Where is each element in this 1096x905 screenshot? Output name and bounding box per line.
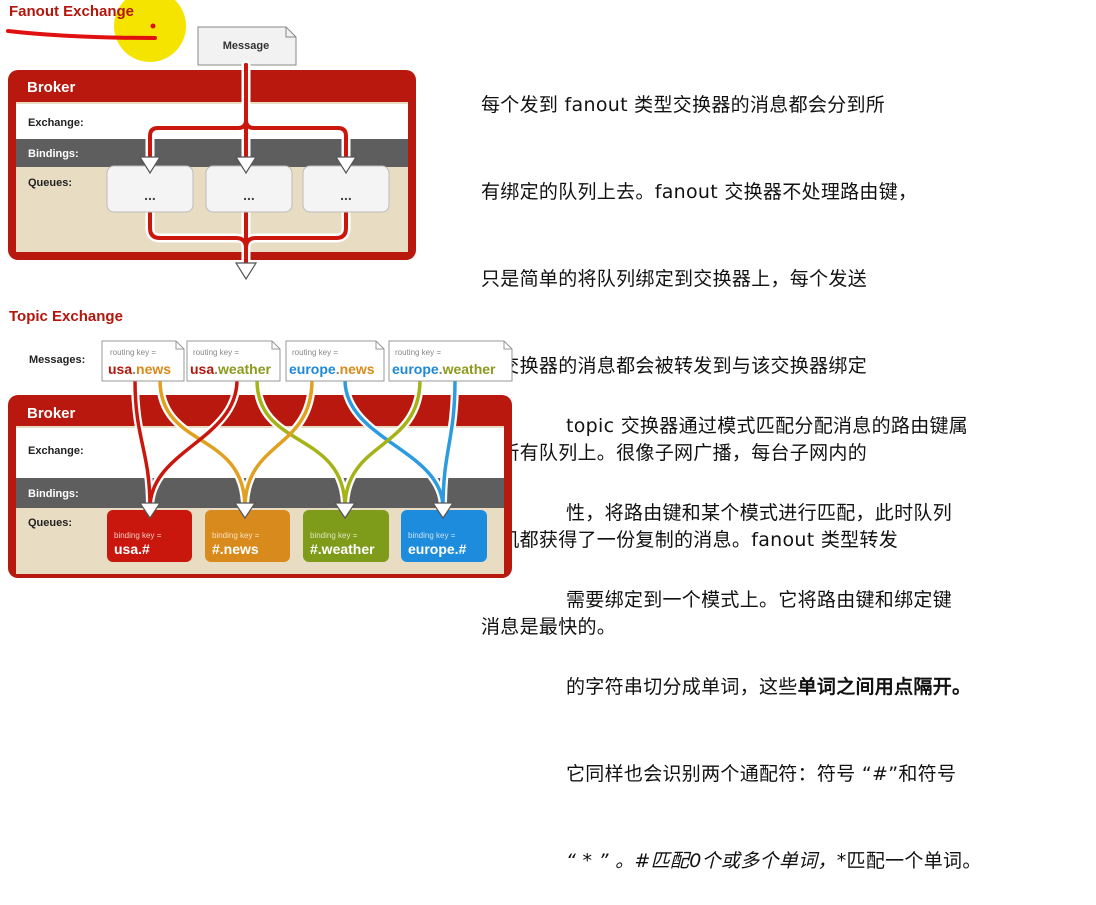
fanout-diagram: Fanout Exchange Broker Exchange: Binding… [6,0,416,281]
topic-exchange-label: Exchange: [28,445,84,457]
topic-arrow-4 [431,502,455,520]
topic-queue: binding key = #.weather [303,510,389,562]
highlight-dot [150,23,156,29]
queue-binding-key: #.weather [310,541,375,557]
topic-title: Topic Exchange [9,308,123,325]
fanout-arrow-2 [234,156,258,175]
fanout-queues-label: Queues: [28,177,72,189]
topic-bindings-row [16,478,504,508]
topic-messages-label: Messages: [29,354,85,366]
fanout-desc-line: 到交换器的消息都会被转发到与该交换器绑定 [481,355,868,377]
highlight-circle [114,0,186,62]
title-underline [6,29,157,40]
binding-key-caption: binding key = [114,531,162,540]
fanout-queue-1-label: ... [144,187,156,203]
fanout-message-label: Message [223,40,269,52]
topic-desc-line: 它同样也会识别两个通配符：符号 “#”和符号 [566,763,957,785]
fanout-broker-label: Broker [27,79,76,96]
queue-binding-key: usa.# [114,541,150,557]
topic-bindings-label: Bindings: [28,488,79,500]
topic-desc-italic: “ * ” 。#匹配0个或多个单词， [566,850,837,872]
fanout-desc-line: 主机都获得了一份复制的消息。fanout 类型转发 [481,529,899,551]
topic-desc-bold-end: 。 [952,676,972,698]
message-routing-key: europe.weather [392,361,496,377]
topic-arrow-2 [233,502,257,520]
fanout-message-card [197,26,297,66]
topic-message-card: routing key = europe.news [285,340,385,382]
topic-message-card: routing key = usa.weather [186,340,281,382]
topic-section: Topic Exchange Messages: Broker Exchange… [0,298,540,584]
binding-key-caption: binding key = [310,531,358,540]
binding-key-caption: binding key = [212,531,260,540]
topic-routes [131,376,459,512]
fanout-arrow-3 [334,156,358,175]
topic-desc-line: “ * ” 。#匹配0个或多个单词，*匹配一个单词。 [566,847,982,876]
queue-binding-key: #.news [212,541,259,557]
topic-desc-line: 性，将路由键和某个模式进行匹配，此时队列 [566,502,953,524]
topic-arrow-3 [333,502,357,520]
binding-key-caption: binding key = [408,531,456,540]
topic-queue: binding key = europe.# [401,510,487,562]
fanout-queue-3-label: ... [340,187,352,203]
topic-broker-label: Broker [27,405,76,422]
fanout-output-arrow [234,262,258,281]
routing-key-caption: routing key = [193,348,239,357]
fanout-title: Fanout Exchange [9,3,134,20]
message-routing-key: europe.news [289,361,375,377]
fanout-routes [145,60,351,267]
topic-desc-line: 的字符串切分成单词，这些单词之间用点隔开。 [566,673,982,702]
message-routing-key: usa.weather [190,361,271,377]
fanout-desc-line: 只是简单的将队列绑定到交换器上，每个发送 [481,268,868,290]
topic-queue: binding key = usa.# [107,510,192,562]
topic-description: topic 交换器通过模式匹配分配消息的路由键属 性，将路由键和某个模式进行匹配… [566,354,982,905]
fanout-arrow-1 [138,156,162,175]
topic-diagram: Topic Exchange Messages: Broker Exchange… [8,308,513,578]
routing-key-caption: routing key = [110,348,156,357]
fanout-bindings-label: Bindings: [28,148,79,160]
topic-desc-line: 需要绑定到一个模式上。它将路由键和绑定键 [566,589,953,611]
fanout-desc-line: 的所有队列上。很像子网广播，每台子网内的 [481,442,868,464]
topic-queue: binding key = #.news [205,510,290,562]
fanout-desc-line: 每个发到 fanout 类型交换器的消息都会分到所 [481,94,886,116]
message-routing-key: usa.news [108,361,171,377]
fanout-desc-line: 有绑定的队列上去。fanout 交换器不处理路由键， [481,181,918,203]
topic-arrow-1 [138,502,162,520]
queue-binding-key: europe.# [408,541,467,557]
topic-queues-label: Queues: [28,517,72,529]
topic-desc-bold: 单词之间用点隔开 [797,676,953,698]
topic-desc-text: *匹配一个单词。 [836,850,982,872]
fanout-exchange-label: Exchange: [28,117,84,129]
routing-key-caption: routing key = [292,348,338,357]
topic-message-card: routing key = usa.news [101,340,185,382]
fanout-queue-2-label: ... [243,187,255,203]
topic-desc-text: 的字符串切分成单词，这些 [566,676,798,698]
fanout-section: Fanout Exchange Broker Exchange: Binding… [0,0,470,290]
topic-message-card: routing key = europe.weather [388,340,513,382]
routing-key-caption: routing key = [395,348,441,357]
topic-desc-line: topic 交换器通过模式匹配分配消息的路由键属 [566,415,969,437]
